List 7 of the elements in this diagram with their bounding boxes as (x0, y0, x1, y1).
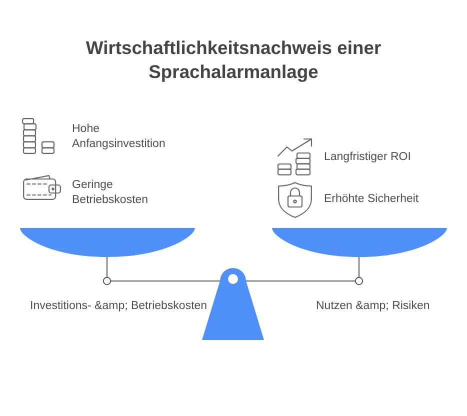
title: Wirtschaftlichkeitsnachweis einer Sprachalarmanlage (84, 36, 382, 84)
pan-label: Investitions- &amp; Betriebskosten (30, 299, 208, 314)
cost-label: Hohe Anfangsinvestition (72, 122, 166, 152)
benefit-label: Langfristiger ROI (324, 150, 411, 165)
pan-label: Nutzen &amp; Risiken (316, 299, 430, 314)
cost-label: Geringe Betriebskosten (72, 178, 150, 208)
benefit-label: Erhöhte Sicherheit (324, 192, 419, 207)
